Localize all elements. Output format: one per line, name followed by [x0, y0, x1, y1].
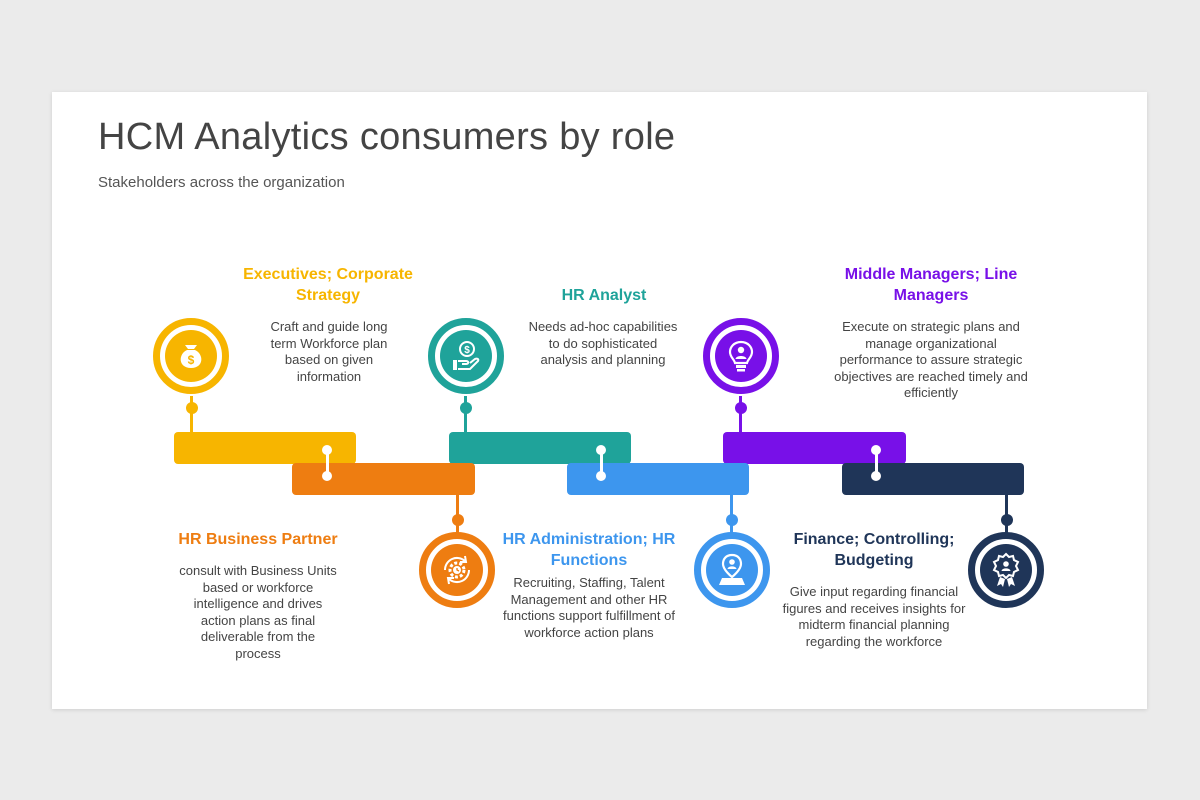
heading-executives: Executives; Corporate Strategy	[243, 266, 413, 304]
page-subtitle: Stakeholders across the organization	[98, 174, 345, 191]
circle-hr-business-partner	[419, 532, 495, 608]
circle-hr-analyst: $	[428, 318, 504, 394]
stem-dot-hr-business-partner	[451, 514, 464, 526]
connector-dot	[322, 471, 332, 481]
hand-money-icon: $	[453, 341, 480, 370]
stem-hr-business-partner	[456, 493, 459, 533]
lightbulb-person-icon	[728, 340, 754, 372]
slide-card	[52, 92, 1147, 709]
stem-finance	[1005, 493, 1008, 533]
svg-text:$: $	[464, 345, 470, 356]
bar-hr-administration	[567, 463, 749, 495]
heading-hr-analyst: HR Analyst	[561, 287, 647, 304]
heading-middle-managers: Middle Managers; Line Managers	[844, 266, 1018, 304]
stem-dot-executives	[185, 402, 198, 414]
description-finance: Give input regarding financial figures a…	[782, 584, 966, 649]
stem-middle-managers	[739, 396, 742, 434]
description-middle-managers: Execute on strategic plans and manage or…	[834, 319, 1028, 400]
description-hr-administration: Recruiting, Staffing, Talent Management …	[503, 575, 675, 640]
connector-line	[874, 447, 878, 475]
page-title: HCM Analytics consumers by role	[98, 116, 676, 158]
stem-executives	[190, 396, 193, 434]
stem-dot-hr-analyst	[459, 402, 472, 414]
heading-hr-business-partner: HR Business Partner	[178, 531, 338, 548]
bar-hr-business-partner	[292, 463, 475, 495]
bar-finance	[842, 463, 1024, 495]
circle-finance	[968, 532, 1044, 608]
circle-hr-administration	[694, 532, 770, 608]
connector-line	[325, 447, 329, 475]
description-executives: Craft and guide long term Workforce plan…	[270, 319, 388, 384]
circle-executives: $	[153, 318, 229, 394]
location-person-icon	[719, 553, 745, 585]
gear-clock-icon	[443, 555, 471, 585]
heading-hr-administration: HR Administration; HR Functions	[502, 531, 676, 569]
stem-hr-administration	[730, 493, 733, 533]
connector-dot	[322, 445, 332, 455]
connector-dot	[596, 445, 606, 455]
heading-finance: Finance; Controlling; Budgeting	[793, 531, 955, 569]
money-bag-icon: $	[180, 345, 202, 368]
stem-dot-middle-managers	[734, 402, 747, 414]
connector-dot	[871, 445, 881, 455]
stem-dot-finance	[1000, 514, 1013, 526]
circle-middle-managers	[703, 318, 779, 394]
svg-text:$: $	[188, 353, 195, 367]
stem-hr-analyst	[464, 396, 467, 434]
award-badge-icon	[992, 552, 1020, 587]
connector-dot	[871, 471, 881, 481]
description-hr-business-partner: consult with Business Units based or wor…	[179, 563, 337, 661]
description-hr-analyst: Needs ad-hoc capabilities to do sophisti…	[528, 319, 678, 367]
connector-line	[599, 447, 603, 475]
stem-dot-hr-administration	[725, 514, 738, 526]
connector-dot	[596, 471, 606, 481]
